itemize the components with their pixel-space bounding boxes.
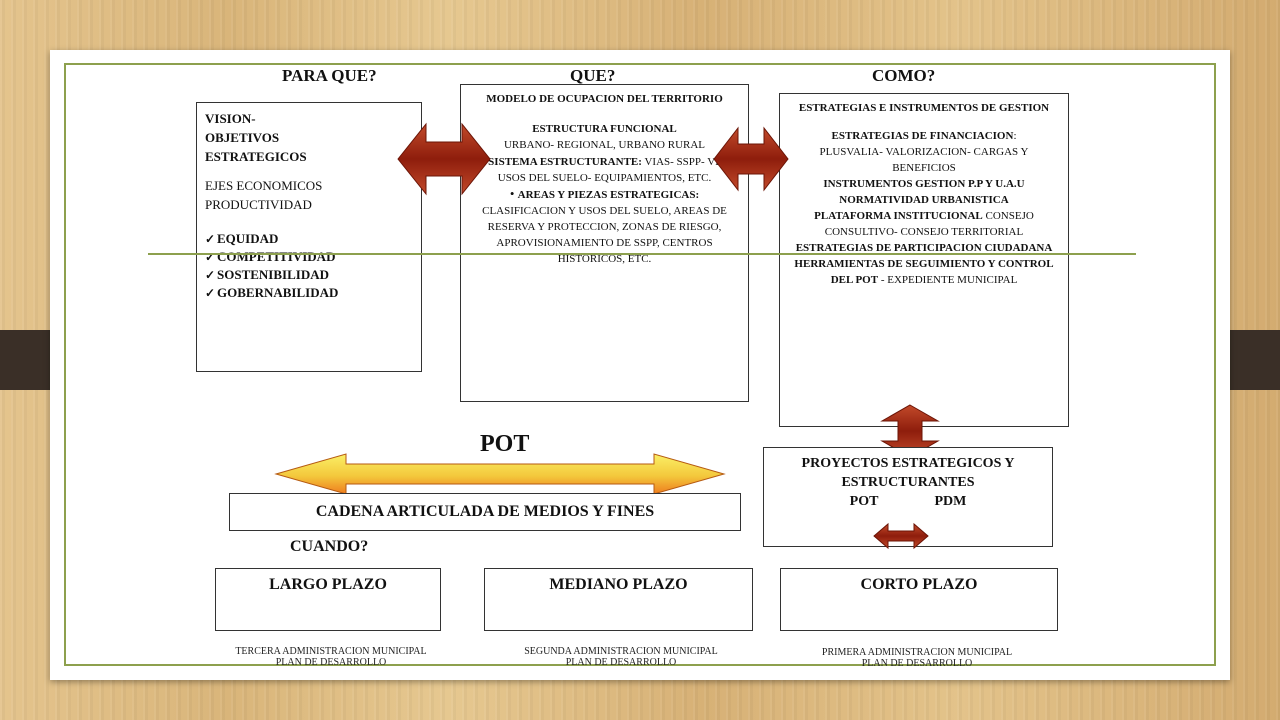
checkmark-icon: ✓ [205,268,216,282]
areas-item: • AREAS Y PIEZAS ESTRATEGICAS: CLASIFICA… [469,186,740,267]
proyectos-pot-pdm: POT PDM [772,492,1044,511]
financiacion-colon: : [1013,130,1017,142]
plazo-label: MEDIANO PLAZO [549,576,688,593]
herramientas-text: - EXPEDIENTE MUNICIPAL [880,274,1018,286]
financiacion-label: ESTRATEGIAS DE FINANCIACION [831,130,1014,142]
proyectos-pot: POT [849,494,879,509]
modelo-title: MODELO DE OCUPACION DEL TERRITORIO [486,93,723,105]
green-frame [64,63,1216,666]
plataforma-line: PLATAFORMA INSTITUCIONAL CONSEJO CONSULT… [790,208,1058,240]
plazo-mediano-box: MEDIANO PLAZO [484,568,753,631]
financiacion-title: ESTRATEGIAS DE FINANCIACION: [790,128,1058,144]
checklist-item: ✓GOBERNABILIDAD [205,284,413,302]
herramientas-line: HERRAMIENTAS DE SEGUIMIENTO Y CONTROL DE… [790,256,1058,288]
sistema-item: • SISTEMA ESTRUCTURANTE: VIAS- SSPP- VIS… [469,153,740,186]
participacion-line: ESTRATEGIAS DE PARTICIPACION CIUDADANA [795,242,1053,254]
areas-text: CLASIFICACION Y USOS DEL SUELO, AREAS DE… [482,205,727,265]
estructura-text: URBANO- REGIONAL, URBANO RURAL [503,139,706,151]
note-line: TERCERA ADMINISTRACION MUNICIPAL [235,646,427,657]
note-line: PLAN DE DESARROLLO [275,657,387,668]
vision-box: VISION- OBJETIVOS ESTRATEGICOS EJES ECON… [196,102,422,372]
proyectos-pdm: PDM [934,494,967,509]
plazo-largo-note: TERCERA ADMINISTRACION MUNICIPAL PLAN DE… [196,646,466,668]
plazo-corto-box: CORTO PLAZO [780,568,1058,631]
checkmark-icon: ✓ [205,232,216,246]
sistema-title: SISTEMA ESTRUCTURANTE: [488,156,642,168]
checklist-item: ✓SOSTENIBILIDAD [205,266,413,284]
checklist-label: COMPETITIVIDAD [217,249,336,264]
sistema-text: VIAS- SSPP- VIS- USOS DEL SUELO- EQUIPAM… [497,156,729,184]
double-arrow-small-icon [873,522,929,550]
cadena-box: CADENA ARTICULADA DE MEDIOS Y FINES [229,493,741,531]
note-line: SEGUNDA ADMINISTRACION MUNICIPAL [524,646,718,657]
checklist-label: SOSTENIBILIDAD [217,267,329,282]
note-line: PLAN DE DESARROLLO [565,657,677,668]
checklist-item: ✓COMPETITIVIDAD [205,248,413,266]
modelo-box: MODELO DE OCUPACION DEL TERRITORIO ESTRU… [460,84,749,402]
horizontal-divider-line [148,253,1136,255]
double-arrow-right-icon [713,126,789,192]
estructura-title: ESTRUCTURA FUNCIONAL [532,123,677,135]
checklist-label: EQUIDAD [217,231,279,246]
double-arrow-yellow-icon [274,453,726,495]
estrategias-box: ESTRATEGIAS E INSTRUMENTOS DE GESTION ES… [779,93,1069,427]
note-line: PLAN DE DESARROLLO [861,658,973,669]
herramientas-title: HERRAMIENTAS DE SEGUIMIENTO Y CONTROL DE… [794,258,1054,286]
instrumentos-line: INSTRUMENTOS GESTION P.P Y U.A.U [823,178,1025,190]
bullet-icon: • [509,186,518,201]
note-line: PRIMERA ADMINISTRACION MUNICIPAL [821,647,1013,658]
plataforma-text: CONSEJO CONSULTIVO- CONSEJO TERRITORIAL [824,210,1034,238]
header-cuando: CUANDO? [290,538,369,555]
vision-line: ESTRATEGICOS [205,149,307,164]
normatividad-line: NORMATIVIDAD URBANISTICA [839,194,1009,206]
estrategias-title: ESTRATEGIAS E INSTRUMENTOS DE GESTION [798,102,1050,114]
financiacion-text: PLUSVALIA- VALORIZACION- CARGAS Y BENEFI… [819,146,1029,174]
vision-line: VISION- [205,111,256,126]
header-que: QUE? [570,66,616,85]
header-para-que: PARA QUE? [282,66,377,85]
plazo-label: LARGO PLAZO [269,576,387,593]
plazo-largo-box: LARGO PLAZO [215,568,441,631]
header-como: COMO? [872,66,936,85]
pot-label: POT [480,431,530,457]
checkmark-icon: ✓ [205,250,216,264]
plataforma-title: PLATAFORMA INSTITUCIONAL [814,210,983,222]
checklist-item: ✓EQUIDAD [205,230,413,248]
vision-line: OBJETIVOS [205,130,280,145]
vision-checklist: ✓EQUIDAD ✓COMPETITIVIDAD ✓SOSTENIBILIDAD… [205,230,413,302]
double-arrow-left-icon [397,122,491,196]
ejes-line: EJES ECONOMICOS [205,178,323,193]
ejes-line: PRODUCTIVIDAD [205,197,312,212]
proyectos-title: PROYECTOS ESTRATEGICOS Y ESTRUCTURANTES [801,456,1015,490]
checkmark-icon: ✓ [205,286,216,300]
areas-title: AREAS Y PIEZAS ESTRATEGICAS: [517,189,700,201]
plazo-mediano-note: SEGUNDA ADMINISTRACION MUNICIPAL PLAN DE… [486,646,756,668]
proyectos-box: PROYECTOS ESTRATEGICOS Y ESTRUCTURANTES … [763,447,1053,547]
plazo-label: CORTO PLAZO [860,576,978,593]
checklist-label: GOBERNABILIDAD [217,285,339,300]
plazo-corto-note: PRIMERA ADMINISTRACION MUNICIPAL PLAN DE… [782,647,1052,669]
